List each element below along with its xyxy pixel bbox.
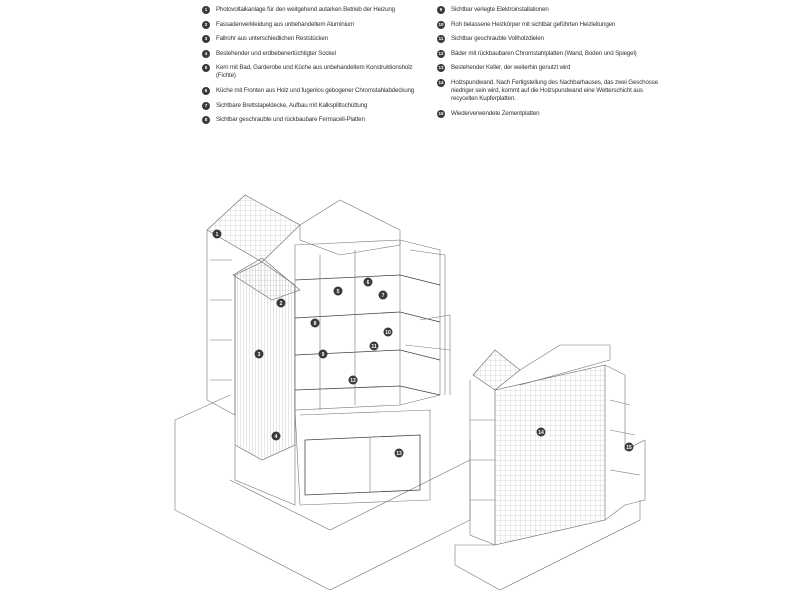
marker-circle xyxy=(276,298,286,308)
legend-number-badge: 15 xyxy=(437,109,445,118)
legend-text: Kern mit Bad, Garderobe und Küche aus un… xyxy=(216,64,413,80)
legend-number-badge: 4 xyxy=(202,49,210,58)
marker-circle xyxy=(254,349,264,359)
legend-item: 2 Fassadenverkleidung aus unbehandeltem A… xyxy=(202,20,427,29)
drawing-marker-7: 7 xyxy=(378,290,388,300)
legend-item: 3 Fallrohr aus unterschiedlichen Reststüc… xyxy=(202,35,427,44)
marker-circle xyxy=(333,286,343,296)
legend-number-badge: 6 xyxy=(202,86,210,95)
marker-label: 4 xyxy=(275,434,278,440)
legend-number-badge: 5 xyxy=(202,64,210,73)
legend-text: Fallrohr aus unterschiedlichen Reststück… xyxy=(216,35,329,43)
legend-text: Bäder mit rückbaubaren Chromstahlplatten… xyxy=(451,49,637,57)
legend-number-badge: 9 xyxy=(437,6,445,14)
marker-circle xyxy=(624,442,634,452)
legend-item: 6 Küche mit Fronten aus Holz und fugenlos… xyxy=(202,86,427,95)
legend-number-badge: 2 xyxy=(202,20,210,29)
drawing-marker-10: 10 xyxy=(383,327,393,337)
drawing-marker-4: 4 xyxy=(271,431,281,441)
drawing-marker-9: 9 xyxy=(318,349,328,359)
drawing-marker-6: 6 xyxy=(363,277,373,287)
main-building xyxy=(174,194,471,591)
drawing-marker-14: 14 xyxy=(536,427,546,437)
legend-text: Photovoltaikanlage für den weitgehend au… xyxy=(216,6,395,13)
marker-label: 3 xyxy=(258,352,261,358)
legend-item: 14 Holzspundwand. Nach Fertigstellung des… xyxy=(437,78,662,103)
neighbour-building xyxy=(454,344,646,591)
legend-number-badge: 14 xyxy=(437,78,445,87)
legend-text: Fassadenverkleidung aus unbehandeltem Al… xyxy=(216,20,355,28)
legend-text: Sichtbar verlegte Elektroinstallationen xyxy=(451,6,549,13)
legend-item: 15 Wiederverwendete Zementplatten xyxy=(437,109,662,118)
marker-circle xyxy=(369,341,379,351)
aluminium-facade xyxy=(234,261,296,461)
marker-label: 10 xyxy=(385,330,391,336)
legend-text: Holzspundwand. Nach Fertigstellung des N… xyxy=(451,78,658,102)
roof-pv-panels xyxy=(206,194,301,263)
legend-item: 7 Sichtbare Brettstapeldecke, Aufbau mit … xyxy=(202,101,427,110)
marker-circle xyxy=(378,290,388,300)
marker-circle xyxy=(536,427,546,437)
marker-label: 14 xyxy=(538,430,544,436)
legend-left-column: 1 Photovoltaikanlage für den weitgehend a… xyxy=(202,6,427,131)
legend-item: 12 Bäder mit rückbaubaren Chromstahlplatt… xyxy=(437,49,662,58)
marker-label: 12 xyxy=(350,378,356,384)
marker-label: 13 xyxy=(396,451,402,457)
legend-number-badge: 8 xyxy=(202,116,210,125)
legend-item: 1 Photovoltaikanlage für den weitgehend a… xyxy=(202,6,427,14)
drawing-marker-12: 12 xyxy=(348,375,358,385)
legend-text: Sichtbar geschraubte und rückbaubare Fer… xyxy=(216,116,365,124)
marker-circle xyxy=(363,277,373,287)
marker-label: 7 xyxy=(382,293,385,299)
legend-number-badge: 10 xyxy=(437,20,445,29)
marker-circle xyxy=(271,431,281,441)
legend-number-badge: 1 xyxy=(202,6,210,14)
marker-circle xyxy=(212,229,222,239)
marker-label: 5 xyxy=(337,289,340,295)
legend-text: Küche mit Fronten aus Holz und fugenlos … xyxy=(216,86,415,94)
drawing-marker-13: 13 xyxy=(394,448,404,458)
legend-number-badge: 12 xyxy=(437,49,445,58)
marker-circle xyxy=(383,327,393,337)
drawing-marker-11: 11 xyxy=(369,341,379,351)
marker-label: 8 xyxy=(314,321,317,327)
legend-number-badge: 13 xyxy=(437,64,445,73)
legend-number-badge: 3 xyxy=(202,35,210,44)
legend-item: 4 Bestehender und erdbebenertüchtigter So… xyxy=(202,49,427,58)
marker-label: 1 xyxy=(216,232,219,238)
drawing-marker-8: 8 xyxy=(310,318,320,328)
legend-item: 9 Sichtbar verlegte Elektroinstallationen xyxy=(437,6,662,14)
ground-base xyxy=(174,420,471,591)
drawing-marker-15: 15 xyxy=(624,442,634,452)
marker-label: 15 xyxy=(626,445,632,451)
legend-right-column: 9 Sichtbar verlegte Elektroinstallationen… xyxy=(437,6,662,124)
legend-text: Bestehender Keller, der weiterhin genutz… xyxy=(451,64,571,72)
legend-text: Sichtbar geschraubte Vollholzdielen xyxy=(451,35,544,43)
drawing-marker-3: 3 xyxy=(254,349,264,359)
legend-item: 10 Roh belassene Heizkörper mit sichtbar … xyxy=(437,20,662,29)
wooden-sheet-pile-wall xyxy=(494,364,606,546)
drawing-marker-1: 1 xyxy=(212,229,222,239)
legend-text: Wiederverwendete Zementplatten xyxy=(451,109,540,117)
legend-item: 5 Kern mit Bad, Garderobe und Küche aus u… xyxy=(202,64,427,80)
legend-number-badge: 7 xyxy=(202,101,210,110)
legend-text: Sichtbare Brettstapeldecke, Aufbau mit K… xyxy=(216,101,368,109)
marker-circle xyxy=(310,318,320,328)
marker-circle xyxy=(348,375,358,385)
legend-item: 8 Sichtbar geschraubte und rückbaubare Fe… xyxy=(202,116,427,125)
marker-label: 6 xyxy=(367,280,370,286)
drawing-marker-5: 5 xyxy=(333,286,343,296)
legend-item: 11 Sichtbar geschraubte Vollholzdielen xyxy=(437,35,662,44)
legend-text: Roh belassene Heizkörper mit sichtbar ge… xyxy=(451,20,616,28)
marker-circle xyxy=(318,349,328,359)
legend-number-badge: 11 xyxy=(437,35,445,44)
drawing-marker-2: 2 xyxy=(276,298,286,308)
marker-label: 2 xyxy=(280,301,283,307)
marker-label: 9 xyxy=(322,352,325,358)
basement xyxy=(304,434,421,496)
marker-circle xyxy=(394,448,404,458)
marker-label: 11 xyxy=(371,344,377,350)
legend-text: Bestehender und erdbebenertüchtigter Soc… xyxy=(216,49,336,57)
legend-item: 13 Bestehender Keller, der weiterhin genu… xyxy=(437,64,662,73)
